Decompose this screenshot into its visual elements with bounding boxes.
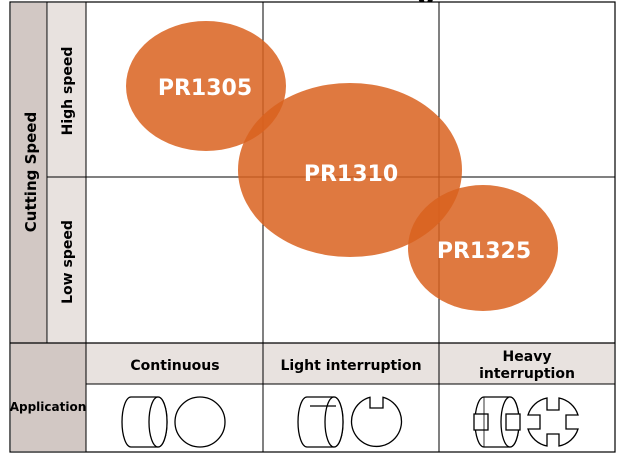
grade-ellipse-pr1305 xyxy=(126,21,286,151)
speed-title-band xyxy=(11,3,47,343)
application-label-heavy-2: interruption xyxy=(479,366,575,382)
application-label-heavy-1: Heavy xyxy=(503,349,552,365)
application-label-band xyxy=(86,343,614,384)
grade-label-pr1305: PR1305 xyxy=(158,76,252,101)
application-label-light: Light interruption xyxy=(280,358,421,374)
application-label-continuous: Continuous xyxy=(130,358,219,374)
cylinder-solid-icon xyxy=(121,396,226,448)
cylinder-notched-icon xyxy=(297,396,403,448)
speed-level-band xyxy=(48,3,86,343)
application-title: Application xyxy=(10,400,87,414)
grade-ellipse-pr1310 xyxy=(238,83,462,257)
grade-ellipses xyxy=(126,21,558,311)
application-title-band xyxy=(11,343,86,451)
speed-level-low: Low speed xyxy=(60,220,76,304)
grade-ellipse-pr1325 xyxy=(408,185,558,311)
speed-axis-title: Cutting Speed xyxy=(22,112,40,232)
cylinder-slotted-icon xyxy=(473,396,579,448)
speed-level-high: High speed xyxy=(60,47,76,136)
grade-label-pr1325: PR1325 xyxy=(437,239,531,264)
grade-label-pr1310: PR1310 xyxy=(304,162,398,187)
